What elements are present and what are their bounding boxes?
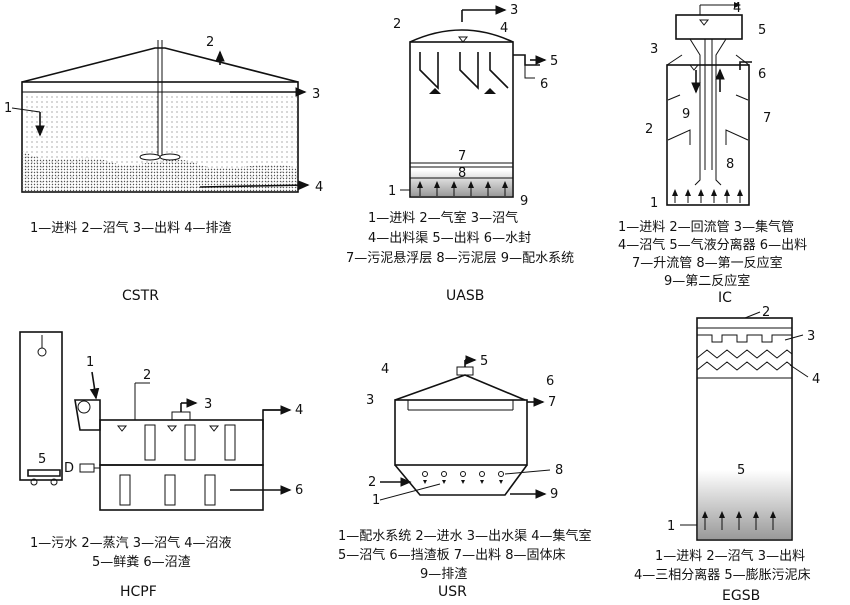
- uasb-label-7: 7: [458, 149, 466, 164]
- uasb-diagram: 2 3 4 5 6 7 8 1 9 1—进料 2—气室 3—沼气 4—出料渠 5…: [346, 3, 574, 304]
- cstr-label-1: 1: [4, 101, 12, 116]
- cstr-label-4: 4: [315, 180, 323, 195]
- ic-label-4: 4: [733, 1, 741, 16]
- ic-title: IC: [718, 290, 732, 306]
- ic-diagram: 4 5 3 6 9 7 2 8 1 1—进料 2—回流管 3—集气管 4—沼气 …: [618, 1, 807, 306]
- hcpf-storage-tank: [19, 331, 63, 481]
- usr-legend-line-3: 9—排渣: [420, 567, 467, 582]
- uasb-label-4: 4: [500, 21, 508, 36]
- usr-label-8: 8: [555, 463, 563, 478]
- ic-legend-line-2: 4—沼气 5—气液分离器 6—出料: [618, 237, 807, 253]
- cstr-diagram: 1 2 3 4 1—进料 2—沼气 3—出料 4—排渣 CSTR: [4, 35, 323, 304]
- cstr-title: CSTR: [122, 288, 159, 304]
- egsb-label-1: 1: [667, 519, 675, 534]
- egsb-diagram: 2 3 4 5 1 1—进料 2—沼气 3—出料 4—三相分离器 5—膨胀污泥床…: [634, 305, 820, 604]
- cstr-label-2: 2: [206, 35, 214, 50]
- egsb-tank: [696, 317, 793, 541]
- ic-label-9: 9: [682, 107, 690, 122]
- usr-legend-line-2: 5—沼气 6—挡渣板 7—出料 8—固体床: [338, 547, 565, 563]
- uasb-label-9: 9: [520, 194, 528, 209]
- ic-label-5: 5: [758, 23, 766, 38]
- cstr-legend-line-1: 1—进料 2—沼气 3—出料 4—排渣: [30, 220, 231, 236]
- uasb-label-6: 6: [540, 77, 548, 92]
- hcpf-legend-line-1: 1—污水 2—蒸汽 3—沼气 4—沼液: [30, 535, 231, 551]
- hcpf-diagram: D 5 1 2 3 4 6 1—污水 2—蒸汽 3—沼气 4—沼液 5—鲜粪 6…: [19, 331, 303, 600]
- usr-legend-line-1: 1—配水系统 2—进水 3—出水渠 4—集气室: [338, 528, 591, 544]
- egsb-legend-line-2: 4—三相分离器 5—膨胀污泥床: [634, 567, 811, 583]
- uasb-legend-line-3: 7—污泥悬浮层 8—污泥层 9—配水系统: [346, 251, 574, 266]
- uasb-title: UASB: [446, 288, 484, 304]
- egsb-legend-line-1: 1—进料 2—沼气 3—出料: [655, 548, 805, 564]
- uasb-label-8: 8: [458, 166, 466, 181]
- egsb-label-5: 5: [737, 463, 745, 478]
- egsb-label-3: 3: [807, 329, 815, 344]
- hcpf-label-2: 2: [143, 368, 151, 383]
- usr-label-2: 2: [368, 475, 376, 490]
- ic-label-7: 7: [763, 111, 771, 126]
- ic-label-2: 2: [645, 122, 653, 137]
- uasb-legend-line-1: 1—进料 2—气室 3—沼气: [368, 210, 518, 226]
- hcpf-label-1: 1: [86, 355, 94, 370]
- egsb-title: EGSB: [722, 588, 760, 604]
- hcpf-digester: [99, 419, 264, 466]
- usr-label-7: 7: [548, 395, 556, 410]
- hcpf-title: HCPF: [120, 584, 157, 600]
- ic-label-1: 1: [650, 196, 658, 211]
- uasb-label-3: 3: [510, 3, 518, 18]
- egsb-label-4: 4: [812, 372, 820, 387]
- uasb-label-2: 2: [393, 17, 401, 32]
- ic-tank: [666, 64, 750, 206]
- ic-legend-line-4: 9—第二反应室: [664, 273, 750, 289]
- ic-legend-line-1: 1—进料 2—回流管 3—集气管: [618, 219, 794, 235]
- usr-tank: [394, 399, 528, 466]
- hcpf-label-6: 6: [295, 483, 303, 498]
- usr-label-6: 6: [546, 374, 554, 389]
- hcpf-label-3: 3: [204, 397, 212, 412]
- ic-label-8: 8: [726, 157, 734, 172]
- uasb-legend-line-2: 4—出料渠 5—出料 6—水封: [368, 231, 531, 246]
- ic-label-3: 3: [650, 42, 658, 57]
- usr-label-1: 1: [372, 493, 380, 508]
- usr-label-3: 3: [366, 393, 374, 408]
- uasb-label-5: 5: [550, 54, 558, 69]
- uasb-label-1: 1: [388, 184, 396, 199]
- hcpf-legend-line-2: 5—鲜粪 6—沼渣: [92, 555, 191, 570]
- usr-label-4: 4: [381, 362, 389, 377]
- hcpf-label-4: 4: [295, 403, 303, 418]
- ic-legend-line-3: 7—升流管 8—第一反应室: [632, 255, 783, 271]
- usr-label-5: 5: [480, 354, 488, 369]
- usr-label-9: 9: [550, 487, 558, 502]
- cstr-label-3: 3: [312, 87, 320, 102]
- egsb-label-2: 2: [762, 305, 770, 320]
- hcpf-pump-label: D: [64, 461, 74, 476]
- hcpf-label-5: 5: [38, 452, 46, 467]
- ic-label-6: 6: [758, 67, 766, 82]
- usr-title: USR: [438, 584, 467, 600]
- usr-diagram: 4 5 6 3 7 8 2 1 9 1—配水系统 2—进水 3—出水渠 4—集气…: [338, 354, 591, 600]
